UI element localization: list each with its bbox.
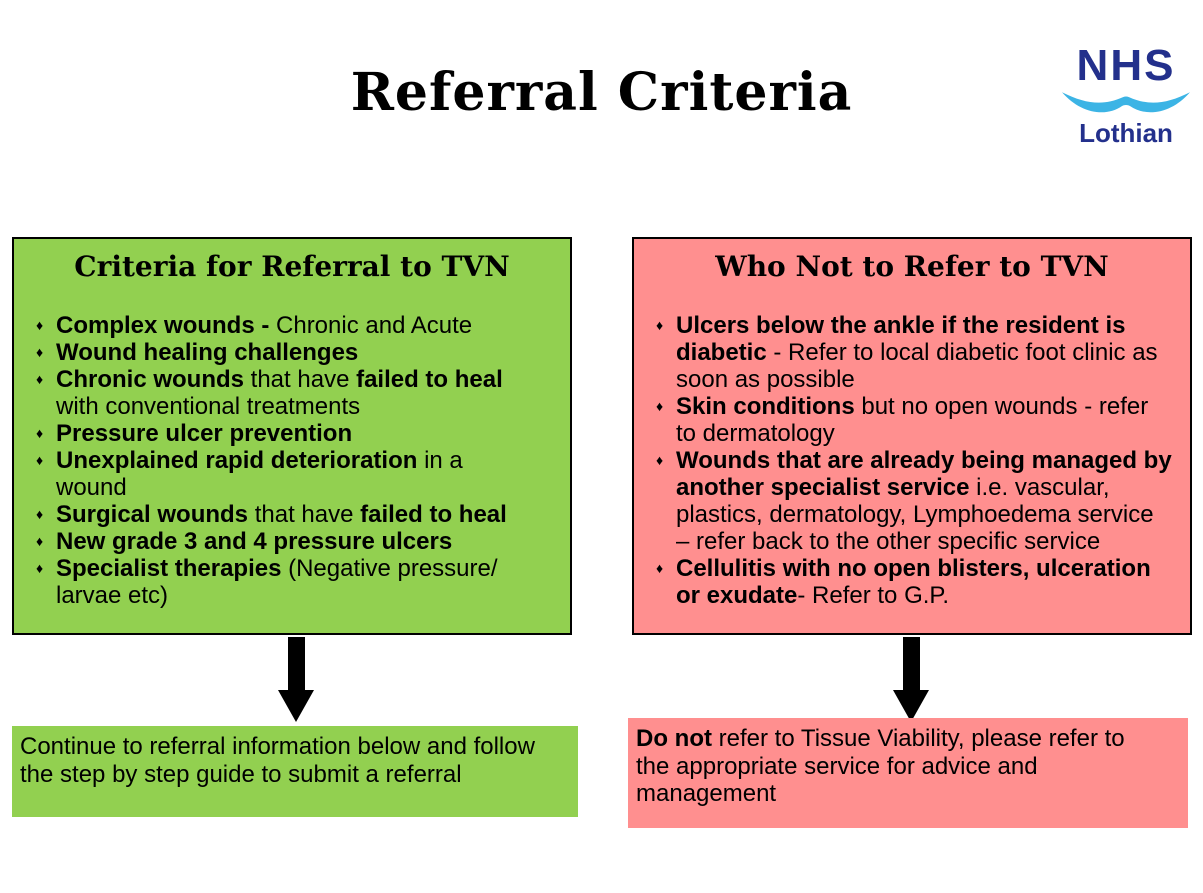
- nhs-logo-text: NHS: [1076, 41, 1176, 90]
- list-item-text: Pressure ulcer prevention: [56, 420, 353, 447]
- continue-referral-note: Continue to referral information below a…: [12, 726, 578, 817]
- diamond-bullet-icon: ♦: [36, 317, 44, 333]
- list-item: ♦ Chronic wounds that have failed to heal…: [36, 366, 568, 420]
- criteria-box-title: Criteria for Referral to TVN: [74, 250, 510, 283]
- list-item-text: Wounds that are already being managed by…: [676, 447, 1172, 555]
- diamond-bullet-icon: ♦: [36, 506, 44, 522]
- diamond-bullet-icon: ♦: [36, 425, 44, 441]
- nhs-swoosh-icon: [1062, 92, 1190, 113]
- nhs-region-text: Lothian: [1079, 118, 1173, 148]
- list-item-text: Complex wounds - Chronic and Acute: [56, 312, 473, 339]
- arrow-head: [278, 690, 314, 722]
- diamond-bullet-icon: ♦: [36, 533, 44, 549]
- diamond-bullet-icon: ♦: [36, 560, 44, 576]
- list-item-text: Surgical wounds that have failed to heal: [56, 501, 507, 528]
- arrow-head: [893, 690, 929, 722]
- list-item-text: New grade 3 and 4 pressure ulcers: [56, 528, 453, 555]
- who-not-to-refer-box: Who Not to Refer to TVN ♦ Ulcers below th…: [632, 237, 1192, 635]
- list-item-text: Ulcers below the ankle if the resident i…: [676, 312, 1158, 393]
- list-item: ♦ Surgical wounds that have failed to hea…: [36, 501, 568, 528]
- list-item: ♦ Skin conditions but no open wounds - re…: [656, 393, 1188, 447]
- diamond-bullet-icon: ♦: [36, 344, 44, 360]
- list-item: ♦ Wounds that are already being managed b…: [656, 447, 1188, 555]
- criteria-for-referral-box: Criteria for Referral to TVN ♦ Complex wo…: [12, 237, 572, 635]
- diamond-bullet-icon: ♦: [656, 398, 664, 414]
- page-title: Referral Criteria: [350, 62, 853, 123]
- list-item: ♦ Ulcers below the ankle if the resident …: [656, 312, 1188, 393]
- down-arrow-left-icon: [265, 637, 327, 722]
- list-item-text: Wound healing challenges: [56, 339, 359, 366]
- arrow-shaft: [287, 637, 305, 690]
- list-item-text: Specialist therapies (Negative pressure/…: [56, 555, 498, 609]
- who-not-list: ♦ Ulcers below the ankle if the resident …: [634, 312, 1190, 609]
- who-not-box-title: Who Not to Refer to TVN: [715, 250, 1109, 283]
- list-item: ♦ Cellulitis with no open blisters, ulcer…: [656, 555, 1188, 609]
- arrow-shaft: [902, 637, 920, 690]
- diamond-bullet-icon: ♦: [36, 452, 44, 468]
- nhs-lothian-logo: NHS Lothian: [1052, 44, 1200, 146]
- list-item: ♦ New grade 3 and 4 pressure ulcers: [36, 528, 568, 555]
- diamond-bullet-icon: ♦: [656, 317, 664, 333]
- list-item-text: Cellulitis with no open blisters, ulcera…: [676, 555, 1151, 609]
- list-item-text: Skin conditions but no open wounds - ref…: [676, 393, 1149, 447]
- diamond-bullet-icon: ♦: [656, 452, 664, 468]
- criteria-list: ♦ Complex wounds - Chronic and Acute ♦ Woun…: [14, 312, 570, 609]
- list-item: ♦ Wound healing challenges: [36, 339, 568, 366]
- list-item: ♦ Specialist therapies (Negative pressure…: [36, 555, 568, 609]
- down-arrow-right-icon: [880, 637, 942, 722]
- diamond-bullet-icon: ♦: [656, 560, 664, 576]
- list-item: ♦ Complex wounds - Chronic and Acute: [36, 312, 568, 339]
- do-not-refer-note: Do not refer to Tissue Viability, please…: [628, 718, 1188, 828]
- diamond-bullet-icon: ♦: [36, 371, 44, 387]
- list-item: ♦ Pressure ulcer prevention: [36, 420, 568, 447]
